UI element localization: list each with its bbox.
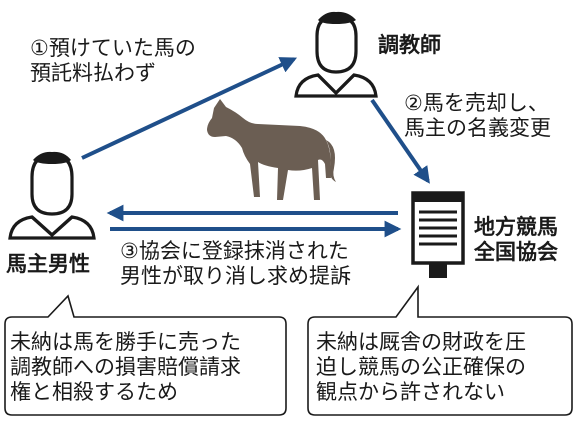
owner-speech-bubble: [4, 294, 287, 416]
owner-person-icon: [8, 151, 96, 240]
step-3-label: ③協会に登録抹消された 男性が取り消し求め提訴: [120, 239, 351, 288]
owner-label: 馬主男性: [6, 252, 90, 276]
step-2-label: ②馬を売却し、 馬主の名義変更: [404, 91, 551, 140]
step-1-label: ①預けていた馬の 預託料払わず: [30, 36, 196, 85]
trainer-label: 調教師: [378, 33, 441, 57]
horse-icon: [207, 99, 336, 200]
association-label: 地方競馬 全国協会: [474, 215, 558, 264]
trainer-person-icon: [294, 11, 378, 98]
arrow-owner-to-trainer: [81, 57, 298, 160]
association-speech-bubble: [307, 284, 573, 416]
arrow-trainer-to-association: [370, 98, 430, 184]
association-claim-text: 未納は厩舎の財政を圧 迫し競馬の公正確保の 観点から許されない: [316, 330, 526, 404]
association-building-icon: [411, 191, 465, 278]
owner-claim-text: 未納は馬を勝手に売った 調教師への損害賠償請求 権と相殺するため: [10, 330, 241, 404]
